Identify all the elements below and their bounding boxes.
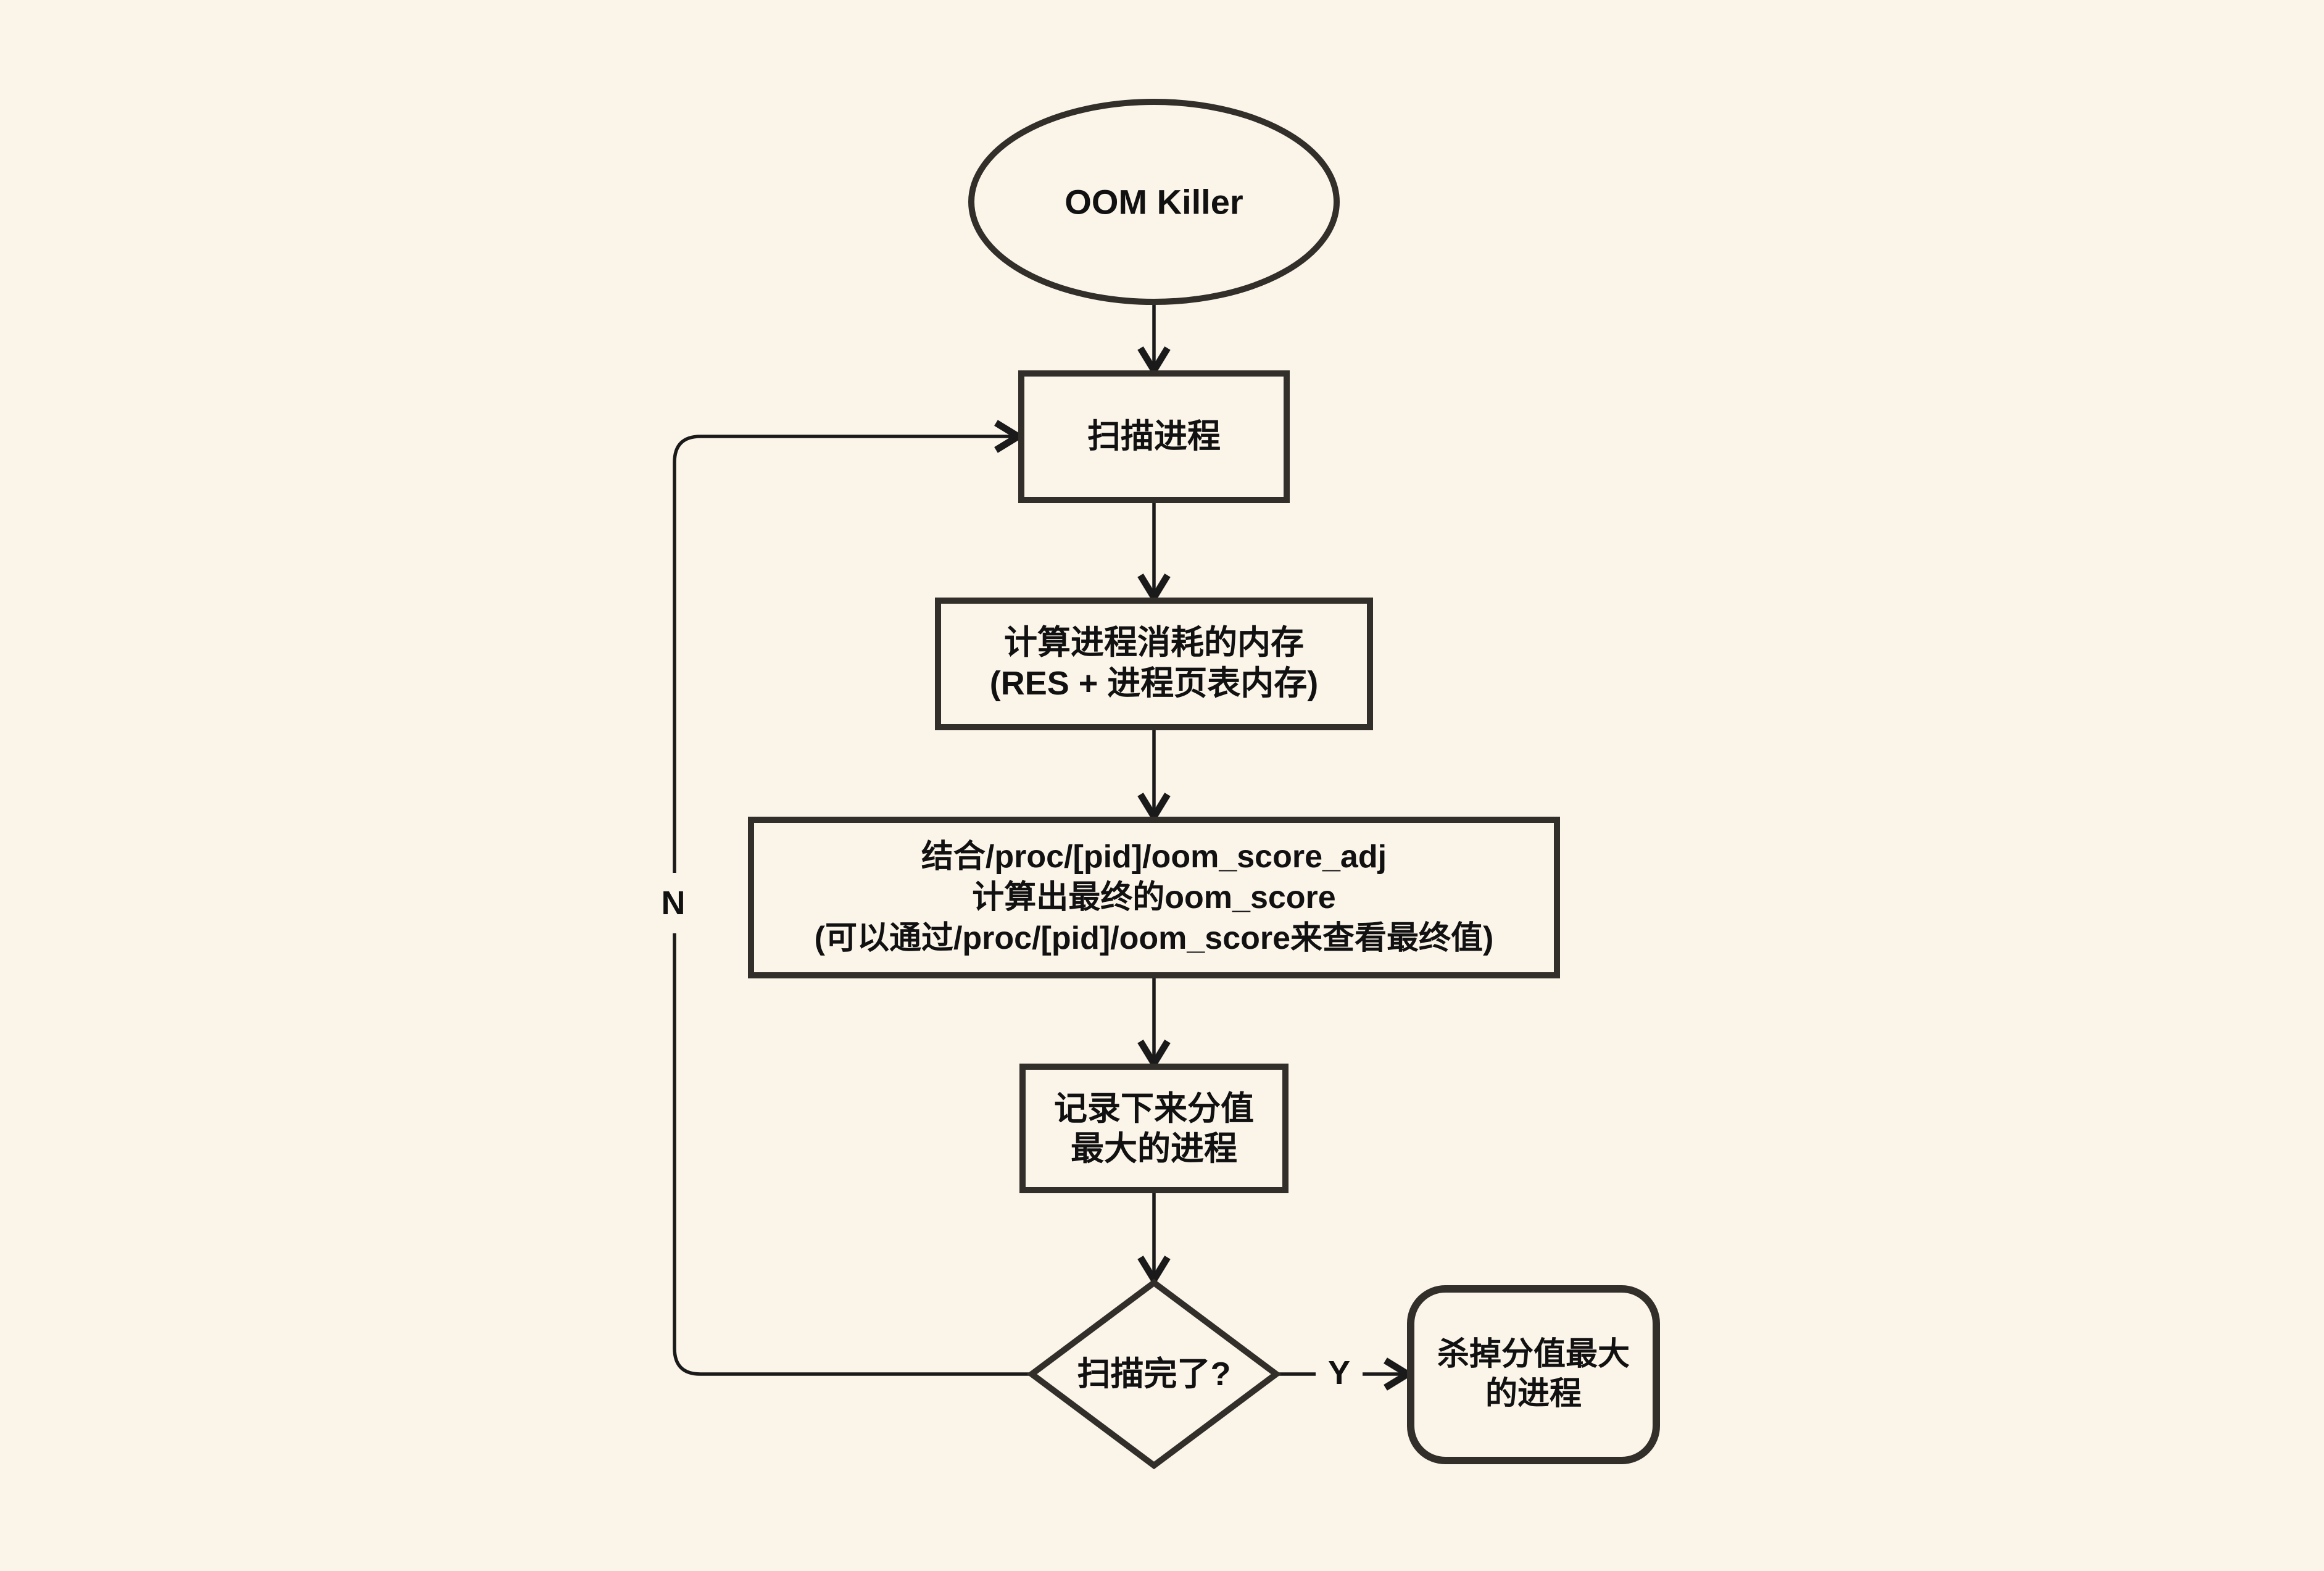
calc-memory-label-line1: 计算进程消耗的内存 bbox=[1004, 624, 1304, 661]
no-label-backdrop bbox=[653, 873, 696, 933]
record-max-label-line1: 记录下来分值 bbox=[1054, 1090, 1254, 1127]
start-node bbox=[968, 99, 1340, 305]
scan-done-label: 扫描完了? bbox=[1077, 1356, 1231, 1393]
yes-label: Y bbox=[1328, 1354, 1350, 1391]
scan-process-label: 扫描进程 bbox=[1087, 418, 1221, 455]
calc-score-label-line3: (可以通过/proc/[pid]/oom_score来查看最终值) bbox=[815, 920, 1494, 956]
calc-score-label-line2: 计算出最终的oom_score bbox=[972, 880, 1335, 915]
calc-memory-label-line2: (RES + 进程页表内存) bbox=[990, 665, 1319, 702]
calc-score-label-line1: 结合/proc/[pid]/oom_score_adj bbox=[921, 839, 1387, 875]
record-max-label-line2: 最大的进程 bbox=[1071, 1130, 1237, 1167]
start-node-label: OOM Killer bbox=[1064, 183, 1243, 222]
kill-max-label-line1: 杀掉分值最大 bbox=[1437, 1336, 1630, 1372]
scan-process-node bbox=[1018, 370, 1290, 503]
calc-memory-node bbox=[935, 598, 1373, 730]
yes-label-backdrop bbox=[1316, 1347, 1363, 1400]
calc-score-node bbox=[748, 817, 1560, 978]
kill-max-label-line2: 的进程 bbox=[1485, 1376, 1582, 1412]
kill-max-node bbox=[1407, 1285, 1660, 1464]
record-max-node bbox=[1019, 1064, 1289, 1193]
no-label: N bbox=[662, 885, 686, 922]
scan-done-decision-node bbox=[1026, 1278, 1282, 1470]
